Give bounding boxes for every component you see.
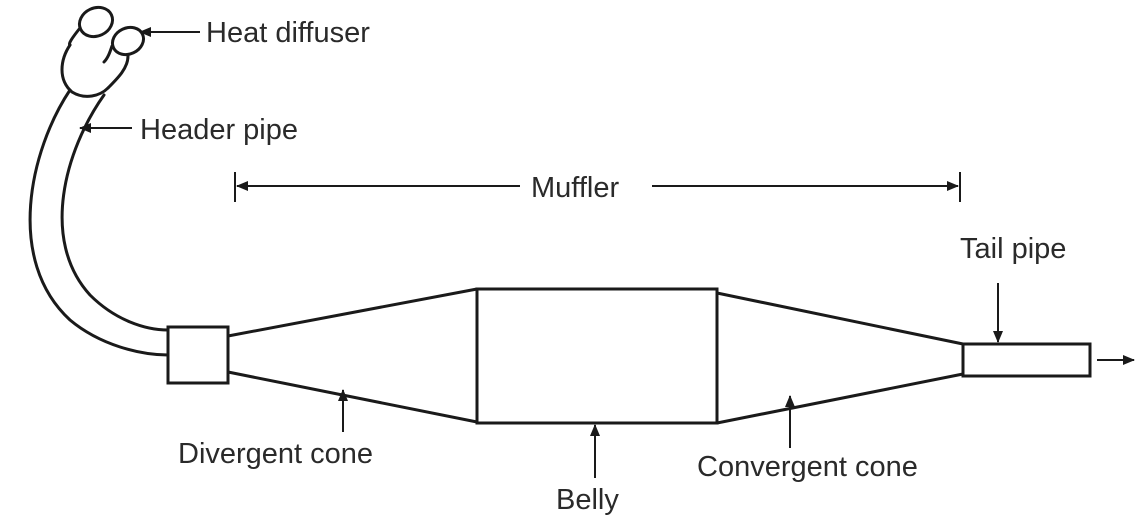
muffler-label: Muffler [531,172,619,204]
tail-pipe-label: Tail pipe [960,233,1066,265]
heat-diffuser-label: Heat diffuser [206,17,370,49]
header-pipe-label: Header pipe [140,114,298,146]
convergent-cone-shape [715,291,965,425]
belly-label: Belly [556,484,619,516]
header-pipe-shape [28,88,170,357]
heat-diffuser-shape [60,5,146,98]
flange-box [166,325,230,385]
muffler-dimension [234,172,961,202]
divergent-cone-shape [226,287,479,424]
belly-shape [475,287,719,425]
tail-pipe-shape [961,342,1092,378]
convergent-cone-label: Convergent cone [697,451,918,483]
divergent-cone-label: Divergent cone [178,438,373,470]
